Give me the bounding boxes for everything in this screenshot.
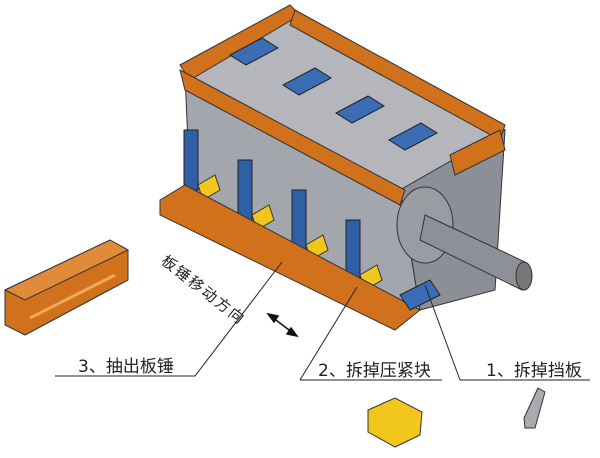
- step-3-label: 3、抽出板锤: [78, 357, 174, 377]
- end-blue-plate: [399, 279, 441, 311]
- removed-baffle-plate: [523, 387, 546, 429]
- top-hammers: [229, 37, 438, 151]
- hammer-groove: [29, 273, 116, 320]
- shaft-end: [515, 261, 533, 291]
- removed-clamp-block: [367, 397, 423, 448]
- step-1-label: 1、拆掉挡板: [486, 361, 582, 381]
- side-orange-plate: [449, 129, 506, 176]
- front-hammers: [183, 129, 361, 281]
- direction-arrow: [266, 312, 299, 338]
- leader-lines: [55, 261, 590, 381]
- step-2-label: 2、拆掉压紧块: [318, 361, 431, 381]
- bottom-orange-plate: [159, 184, 421, 331]
- top-rail-front: [179, 69, 406, 206]
- hammer-top-face: [3, 239, 130, 301]
